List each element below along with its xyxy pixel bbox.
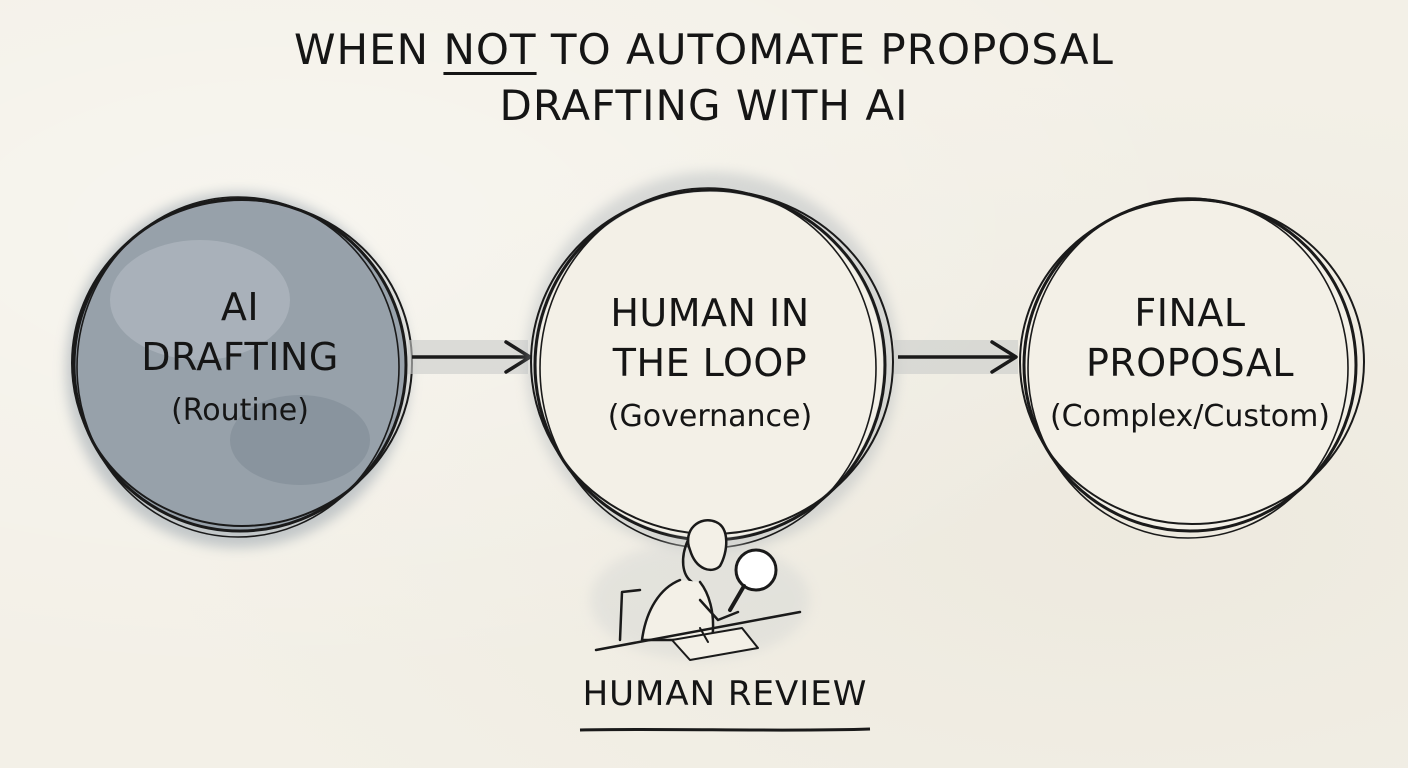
title-line-1: WHEN NOT TO AUTOMATE PROPOSAL (0, 22, 1408, 78)
node-fill (537, 192, 883, 538)
outline-1 (1022, 197, 1358, 533)
title-text-after: TO AUTOMATE PROPOSAL (536, 25, 1114, 74)
pen (699, 627, 709, 643)
outline-2 (1019, 199, 1365, 525)
person-with-magnifying-glass-icon (590, 519, 810, 661)
chair-back (618, 588, 642, 642)
desk-edge (594, 610, 802, 652)
wash-light-patch (110, 240, 290, 360)
figure-head (686, 519, 728, 571)
wash-dark-patch (230, 395, 370, 485)
node-ai-drafting-label: AI DRAFTING (Routine) (90, 282, 390, 434)
arrow-2 (894, 340, 1018, 374)
title-line-2: DRAFTING WITH AI (499, 81, 909, 130)
page-title: WHEN NOT TO AUTOMATE PROPOSAL DRAFTING W… (0, 22, 1408, 134)
node-human-in-loop-label: HUMAN IN THE LOOP (Governance) (540, 288, 880, 440)
node-subtitle: (Routine) (171, 393, 309, 428)
node-fill (1025, 200, 1355, 530)
title-text-before: WHEN (294, 25, 444, 74)
outline-3 (76, 196, 400, 538)
arrow-head (990, 340, 1018, 374)
node-title-line-2: PROPOSAL (1085, 341, 1295, 385)
node-ai-drafting (66, 192, 413, 548)
human-review-label: HUMAN REVIEW (582, 674, 868, 714)
magnifier-lens (734, 548, 778, 592)
node-human-in-loop (526, 172, 898, 552)
node-title-line-2: THE LOOP (612, 341, 808, 385)
node-title-line-1: FINAL (1134, 291, 1246, 335)
node-subtitle: (Complex/Custom) (1049, 399, 1331, 434)
outline-1 (72, 197, 408, 533)
node-final-proposal-label: FINAL PROPOSAL (Complex/Custom) (1030, 288, 1350, 440)
node-subtitle: (Governance) (607, 399, 813, 434)
title-emphasis-not: NOT (443, 25, 537, 74)
review-underline (579, 727, 871, 732)
figure-hair (681, 538, 694, 584)
node-title-line-2: DRAFTING (141, 335, 339, 379)
node-title-line-1: HUMAN IN (610, 291, 810, 335)
figure-body (640, 578, 715, 642)
node-title-line-1: AI (220, 285, 260, 329)
node-final-proposal (1019, 197, 1365, 539)
magnifier-handle (728, 584, 746, 612)
outline-3 (1027, 197, 1349, 539)
arrow-1 (408, 340, 532, 374)
figure-arm (698, 598, 740, 622)
paper-sheet (671, 627, 759, 661)
